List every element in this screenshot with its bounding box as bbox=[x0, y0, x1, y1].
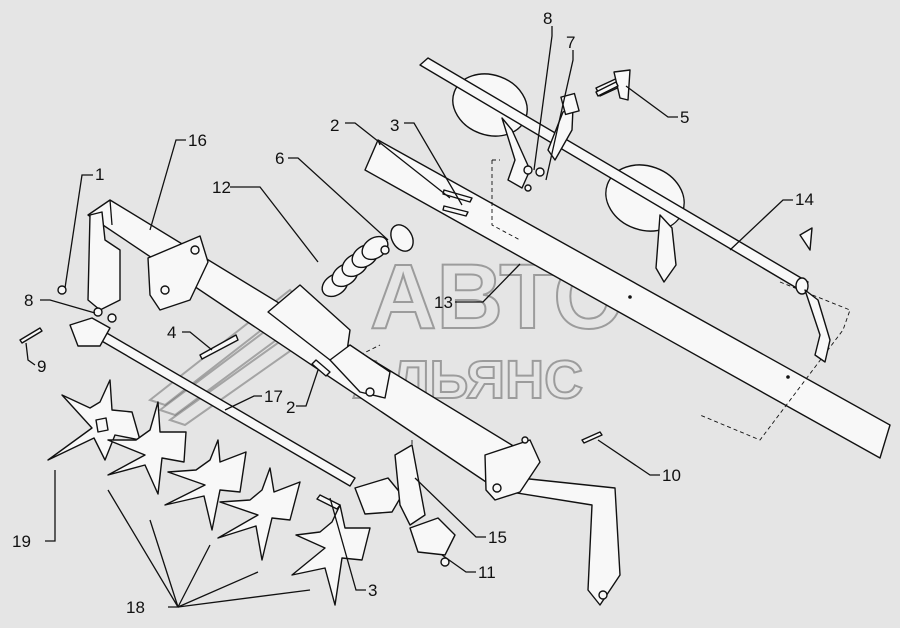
callout-7: 7 bbox=[566, 33, 575, 52]
star-roller-18a bbox=[107, 401, 187, 495]
callout-15: 15 bbox=[488, 528, 507, 547]
callout-6: 6 bbox=[275, 149, 284, 168]
callout-4: 4 bbox=[167, 323, 176, 342]
callout-13: 13 bbox=[434, 293, 453, 312]
spring-assembly bbox=[267, 224, 414, 399]
callout-8-top: 8 bbox=[543, 9, 552, 28]
leader-lines bbox=[25, 26, 793, 608]
callout-2-middle: 2 bbox=[286, 398, 295, 417]
hardware bbox=[19, 81, 619, 567]
callout-9: 9 bbox=[37, 357, 46, 376]
upper-tube-assembly bbox=[419, 57, 831, 363]
star-roller-19 bbox=[47, 379, 141, 461]
callout-2-top: 2 bbox=[330, 116, 339, 135]
callout-14: 14 bbox=[795, 190, 814, 209]
callout-1: 1 bbox=[95, 165, 104, 184]
coil-spring bbox=[321, 235, 389, 298]
callout-19: 19 bbox=[12, 532, 31, 551]
callout-3-top: 3 bbox=[390, 116, 399, 135]
callout-12: 12 bbox=[212, 178, 231, 197]
star-roller-18b bbox=[164, 439, 247, 531]
callout-17: 17 bbox=[264, 387, 283, 406]
callout-16: 16 bbox=[188, 131, 207, 150]
callout-3-bottom: 3 bbox=[368, 581, 377, 600]
callout-10: 10 bbox=[662, 466, 681, 485]
callout-11: 11 bbox=[478, 563, 496, 582]
callout-18: 18 bbox=[126, 598, 145, 617]
star-roller-18d bbox=[291, 504, 371, 606]
callout-8-left: 8 bbox=[24, 291, 33, 310]
callout-5: 5 bbox=[680, 108, 689, 127]
star-roller-18c bbox=[217, 467, 301, 561]
callouts: 1 2 2 2 3 3 4 5 6 7 8 8 9 10 11 12 13 14… bbox=[12, 9, 814, 617]
main-frame bbox=[87, 199, 621, 606]
